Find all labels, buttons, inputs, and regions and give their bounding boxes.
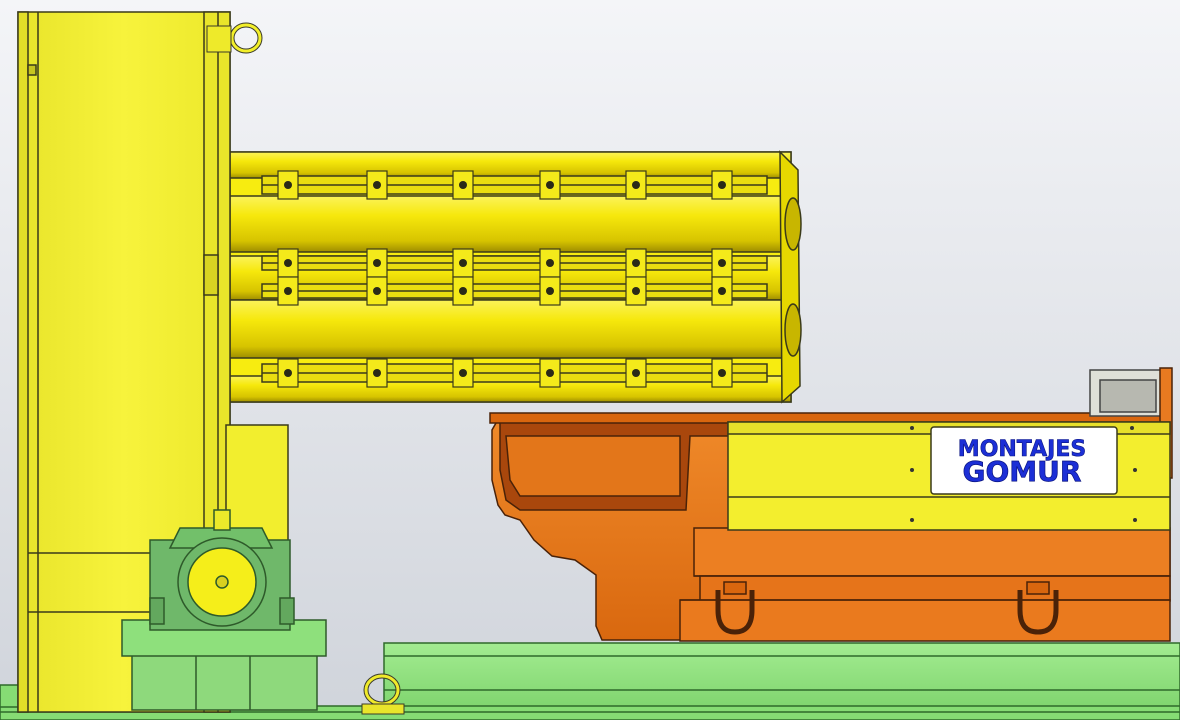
bolt-icon	[373, 259, 381, 267]
bolt-icon	[718, 259, 726, 267]
bolt-icon	[546, 259, 554, 267]
lifting-ring-icon	[361, 673, 405, 715]
bolt-icon	[546, 287, 554, 295]
bolt-icon	[284, 181, 292, 189]
bolt-icon	[284, 287, 292, 295]
lifting-eye-icon	[206, 22, 263, 54]
bolt-icon	[459, 259, 467, 267]
bearing-housing	[121, 509, 327, 711]
bolt-icon	[284, 259, 292, 267]
bolt-icon	[632, 287, 640, 295]
bolt-icon	[546, 181, 554, 189]
montajes-gomur-logo: MONTAJES GOMUR	[930, 426, 1118, 495]
bolt-icon	[718, 369, 726, 377]
bolt-icon	[718, 287, 726, 295]
rotary-drum	[225, 150, 802, 404]
bolt-icon	[459, 369, 467, 377]
bolt-icon	[546, 369, 554, 377]
drum-clamp-bolts	[277, 170, 733, 388]
bolt-icon	[459, 287, 467, 295]
bolt-icon	[373, 287, 381, 295]
logo-line-2: GOMUR	[963, 455, 1082, 488]
bolt-icon	[632, 369, 640, 377]
bolt-icon	[632, 259, 640, 267]
bolt-icon	[373, 181, 381, 189]
d-ring-handle-icon	[715, 581, 1059, 635]
bolt-icon	[459, 181, 467, 189]
bolt-icon	[373, 369, 381, 377]
logo-line-1: MONTAJES	[958, 437, 1086, 462]
orange-carriage	[489, 367, 1173, 642]
bolt-icon	[284, 369, 292, 377]
bolt-icon	[718, 181, 726, 189]
bolt-icon	[632, 181, 640, 189]
